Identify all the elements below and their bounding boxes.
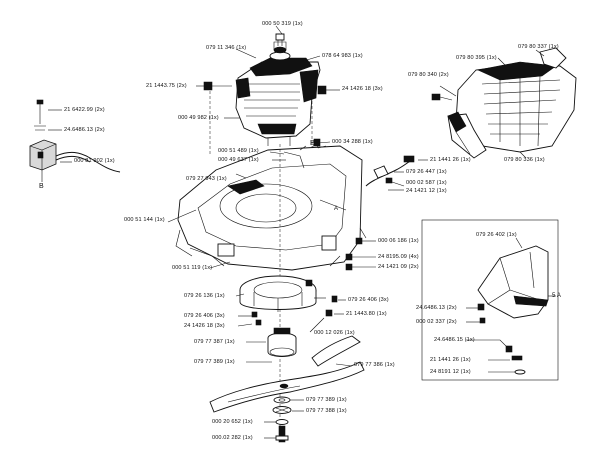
part-label: 000 02 587 (1x) [406,180,447,186]
part-label: 079 11 346 (1x) [206,45,247,51]
blade-adapter [267,327,297,357]
ref-marker-5a: 5 A [552,293,561,299]
part-label: 079 77 386 (1x) [354,362,395,368]
part-label: 24 1426 18 (3x) [184,323,225,329]
part-label: 24.6486.13 (2x) [64,127,105,133]
ref-marker-a: A [334,206,339,212]
left-bracket [29,99,121,182]
ref-marker-b: B [310,140,315,147]
part-label: 079 77 387 (1x) [194,339,235,345]
part-label: 078 64 983 (1x) [322,53,363,59]
part-label: 24.6486.13 (2x) [416,305,457,311]
part-label: 079 26 406 (3x) [184,313,225,319]
part-label: 000 20 652 (1x) [212,419,253,425]
part-label: 21 6422.99 (2x) [64,107,105,113]
part-label: 24 1421 12 (1x) [406,188,447,194]
part-label: 000.02 282 (1x) [212,435,253,441]
part-label: 24 1421 09 (2x) [378,264,419,270]
side-deflector [477,245,549,319]
part-label: 079 26 136 (1x) [184,293,225,299]
part-label: 21 1443.80 (1x) [346,311,387,317]
part-label: 24 1426 18 (3x) [342,86,383,92]
part-label: 000 34 288 (1x) [332,139,373,145]
part-label: 000 51 489 (1x) [218,148,259,154]
cable-parts [365,155,415,187]
part-label: 079 27 943 (1x) [186,176,227,182]
part-label: 24 8191 12 (1x) [430,369,471,375]
ref-marker-b: B [39,183,44,190]
grass-catcher [447,47,577,159]
part-label: 079 80 336 (1x) [504,157,545,163]
part-label: 21 1441 26 (1x) [430,357,471,363]
part-label: 079 77 388 (1x) [306,408,347,414]
part-label: 079 26 402 (1x) [476,232,517,238]
deflector-box [421,219,559,381]
part-label: 079 77 389 (1x) [306,397,347,403]
part-label: 079 80 337 (1x) [518,44,559,50]
mulch-blade [311,335,361,367]
engine-assembly [235,33,321,146]
part-label: 000 49 982 (1x) [178,115,219,121]
part-label: 000 12 026 (1x) [314,330,355,336]
part-label: 079 26 447 (1x) [406,169,447,175]
fan-ring [239,275,317,312]
part-label: 079 77 389 (1x) [194,359,235,365]
part-label: 000 49 637 (1x) [218,157,259,163]
part-label: 21 1443.75 (2x) [146,83,187,89]
part-label: 000 50 319 (1x) [262,21,303,27]
part-label: 000 06 186 (1x) [378,238,419,244]
part-label: 21 1441 26 (1x) [430,157,471,163]
part-label: 079 26 406 (3x) [348,297,389,303]
mower-deck [175,141,367,271]
part-label: 079 80 395 (1x) [456,55,497,61]
part-label: 079 80 340 (2x) [408,72,449,78]
part-label: 24 8195.09 (4x) [378,254,419,260]
deck-screws [345,237,376,271]
cutting-blade [209,361,365,413]
part-label: 000 02 337 (2x) [416,319,457,325]
part-label: 000 51 119 (1x) [172,265,213,271]
part-label: 24.6486.15 (1x) [434,337,475,343]
part-label: 000 81 902 (1x) [74,158,115,164]
blade-fasteners [272,396,292,443]
part-label: 000 51 144 (1x) [124,217,165,223]
